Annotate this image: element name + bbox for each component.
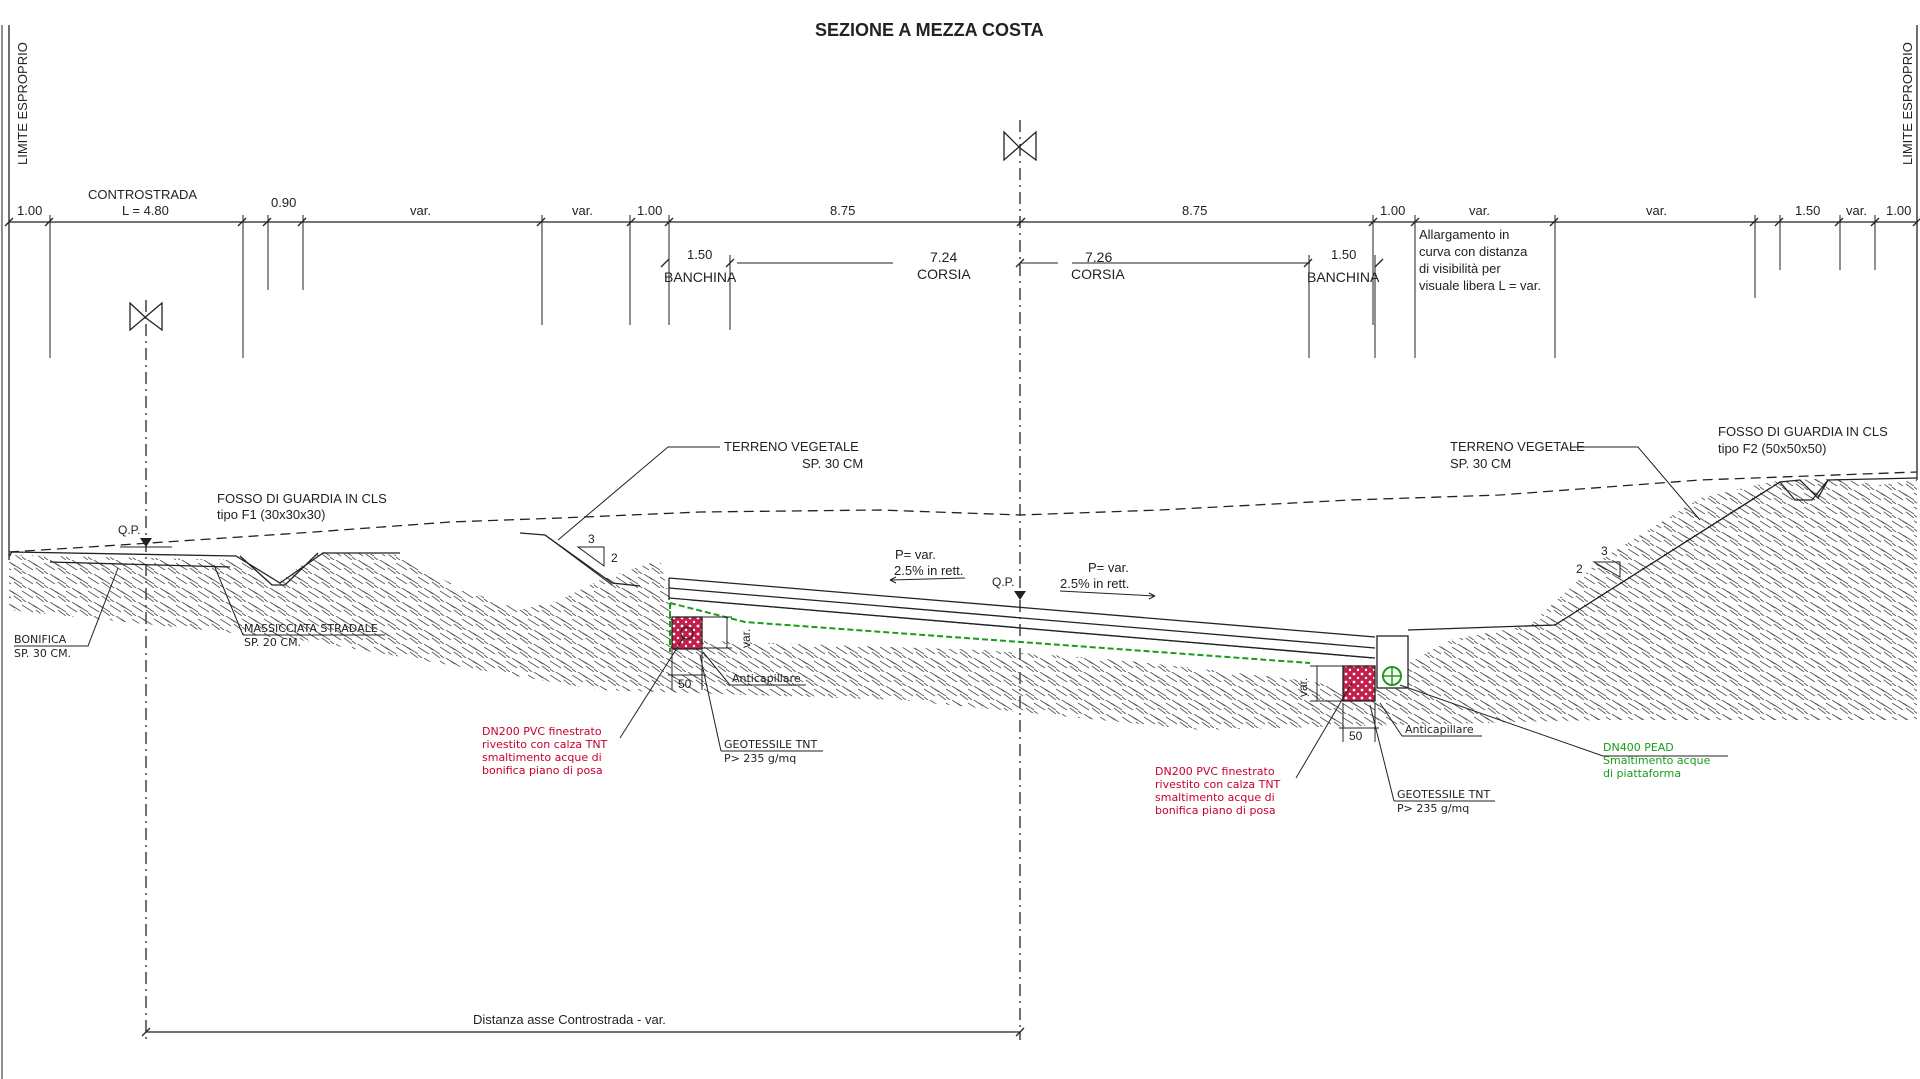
- ratio-right-3: 3: [1601, 544, 1608, 558]
- ground-mass: [9, 478, 1917, 730]
- var-left: var.: [739, 629, 753, 648]
- terreno-left-sp: SP. 30 CM: [802, 456, 863, 471]
- road-surface: [668, 577, 1376, 638]
- dim-var-1: var.: [410, 203, 431, 218]
- fosso-f1: [239, 552, 319, 586]
- dn200-left-note: DN200 PVC finestrato rivestito con calza…: [482, 725, 608, 777]
- controstrada-surface: [8, 551, 400, 584]
- dim-0-90: 0.90: [271, 195, 296, 210]
- dim-var-4: var.: [1646, 203, 1667, 218]
- corsia-right-label: CORSIA: [1071, 266, 1125, 282]
- controstrada-axis-symbol: [129, 301, 163, 332]
- dim-var-2: var.: [572, 203, 593, 218]
- fosso-left-type: tipo F1 (30x30x30): [217, 507, 325, 522]
- controstrada-length: L = 4.80: [122, 203, 169, 218]
- banchina-right-label: BANCHINA: [1307, 269, 1380, 285]
- d50-left: 50: [678, 677, 692, 691]
- distance-label: Distanza asse Controstrada - var.: [473, 1012, 666, 1027]
- slope-right-p: P= var.: [1088, 560, 1129, 575]
- terreno-right-title: TERRENO VEGETALE: [1450, 439, 1585, 454]
- banchina-right-width: 1.50: [1331, 247, 1356, 262]
- bonifica-sp: SP. 30 CM.: [14, 647, 71, 660]
- svg-text:DN200 PVC finestrato: DN200 PVC finestrato: [482, 725, 602, 738]
- axis-symbol: [1003, 130, 1037, 162]
- svg-text:DN400 PEAD: DN400 PEAD: [1603, 741, 1674, 754]
- svg-text:rivestito con calza TNT: rivestito con calza TNT: [1155, 778, 1281, 791]
- var-right: var.: [1296, 678, 1310, 697]
- qp-center-label: Q.P.: [992, 575, 1014, 589]
- dn200-right-note: DN200 PVC finestrato rivestito con calza…: [1155, 765, 1281, 817]
- allargamento-note: Allargamento in curva con distanza di vi…: [1419, 227, 1541, 293]
- svg-text:curva con distanza: curva con distanza: [1419, 244, 1528, 259]
- drain-right: [1342, 665, 1376, 702]
- limit-left-label: LIMITE ESPROPRIO: [15, 42, 30, 165]
- dn400-note: DN400 PEAD Smaltimento acque di piattafo…: [1603, 741, 1711, 780]
- dim-1-00-left: 1.00: [17, 203, 42, 218]
- corsia-left-label: CORSIA: [917, 266, 971, 282]
- svg-text:smaltimento acque di: smaltimento acque di: [482, 751, 602, 764]
- bonifica-title: BONIFICA: [14, 633, 67, 646]
- svg-text:bonifica piano di posa: bonifica piano di posa: [1155, 804, 1276, 817]
- dim-8-75-right: 8.75: [1182, 203, 1207, 218]
- ratio-left-2: 2: [611, 551, 618, 565]
- corsia-right-width: 7.26: [1085, 249, 1112, 265]
- dim-var-3: var.: [1469, 203, 1490, 218]
- svg-text:di visibilità per: di visibilità per: [1419, 261, 1501, 276]
- extension-lines: [49, 215, 1876, 358]
- anticapillare-right: Anticapillare: [1405, 723, 1474, 736]
- controstrada-label: CONTROSTRADA: [88, 187, 197, 202]
- drawing-title: SEZIONE A MEZZA COSTA: [815, 20, 1044, 40]
- corsia-left-width: 7.24: [930, 249, 957, 265]
- anticapillare-left: Anticapillare: [732, 672, 801, 685]
- d50-right: 50: [1349, 729, 1363, 743]
- dim-1-00-right: 1.00: [1886, 203, 1911, 218]
- svg-text:smaltimento acque di: smaltimento acque di: [1155, 791, 1275, 804]
- geotessile-right-p: P> 235 g/mq: [1397, 802, 1469, 815]
- ratio-right-2: 2: [1576, 562, 1583, 576]
- dim-1-50-top: 1.50: [1795, 203, 1820, 218]
- dim-8-75-left: 8.75: [830, 203, 855, 218]
- svg-text:di piattaforma: di piattaforma: [1603, 767, 1681, 780]
- qp-marker-center: [1014, 591, 1026, 600]
- svg-text:rivestito con calza TNT: rivestito con calza TNT: [482, 738, 608, 751]
- svg-text:DN200 PVC finestrato: DN200 PVC finestrato: [1155, 765, 1275, 778]
- dim-1-00-c: 1.00: [1380, 203, 1405, 218]
- fosso-f2: [1779, 479, 1829, 501]
- geotessile-left-p: P> 235 g/mq: [724, 752, 796, 765]
- svg-text:Smaltimento acque: Smaltimento acque: [1603, 754, 1711, 767]
- dim-1-00-b: 1.00: [637, 203, 662, 218]
- svg-text:Allargamento in: Allargamento in: [1419, 227, 1509, 242]
- geotessile-right-title: GEOTESSILE TNT: [1397, 788, 1491, 801]
- ratio-left-3: 3: [588, 532, 595, 546]
- distance-dimension: [141, 1027, 1025, 1037]
- terreno-right-sp: SP. 30 CM: [1450, 456, 1511, 471]
- banchina-left-width: 1.50: [687, 247, 712, 262]
- original-terrain: [8, 471, 1918, 553]
- slope-left-p: P= var.: [895, 547, 936, 562]
- drain-left: [671, 616, 703, 650]
- fosso-left-title: FOSSO DI GUARDIA IN CLS: [217, 491, 387, 506]
- svg-text:bonifica piano di posa: bonifica piano di posa: [482, 764, 603, 777]
- geotessile-left-title: GEOTESSILE TNT: [724, 738, 818, 751]
- dim-var-5: var.: [1846, 203, 1867, 218]
- slope-right-pct: 2.5% in rett.: [1060, 576, 1129, 591]
- geotextile-line: [669, 602, 1311, 664]
- banchina-left-label: BANCHINA: [664, 269, 737, 285]
- massicciata-sp: SP. 20 CM.: [244, 636, 301, 649]
- fosso-right-type: tipo F2 (50x50x50): [1718, 441, 1826, 456]
- limit-right-label: LIMITE ESPROPRIO: [1900, 42, 1915, 165]
- terreno-left-title: TERRENO VEGETALE: [724, 439, 859, 454]
- fosso-right-title: FOSSO DI GUARDIA IN CLS: [1718, 424, 1888, 439]
- qp-left-label: Q.P.: [118, 523, 140, 537]
- slope-left-pct: 2.5% in rett.: [894, 563, 963, 578]
- massicciata-title: MASSICCIATA STRADALE: [244, 622, 378, 635]
- svg-text:visuale libera L = var.: visuale libera L = var.: [1419, 278, 1541, 293]
- qp-marker-left: [140, 538, 152, 547]
